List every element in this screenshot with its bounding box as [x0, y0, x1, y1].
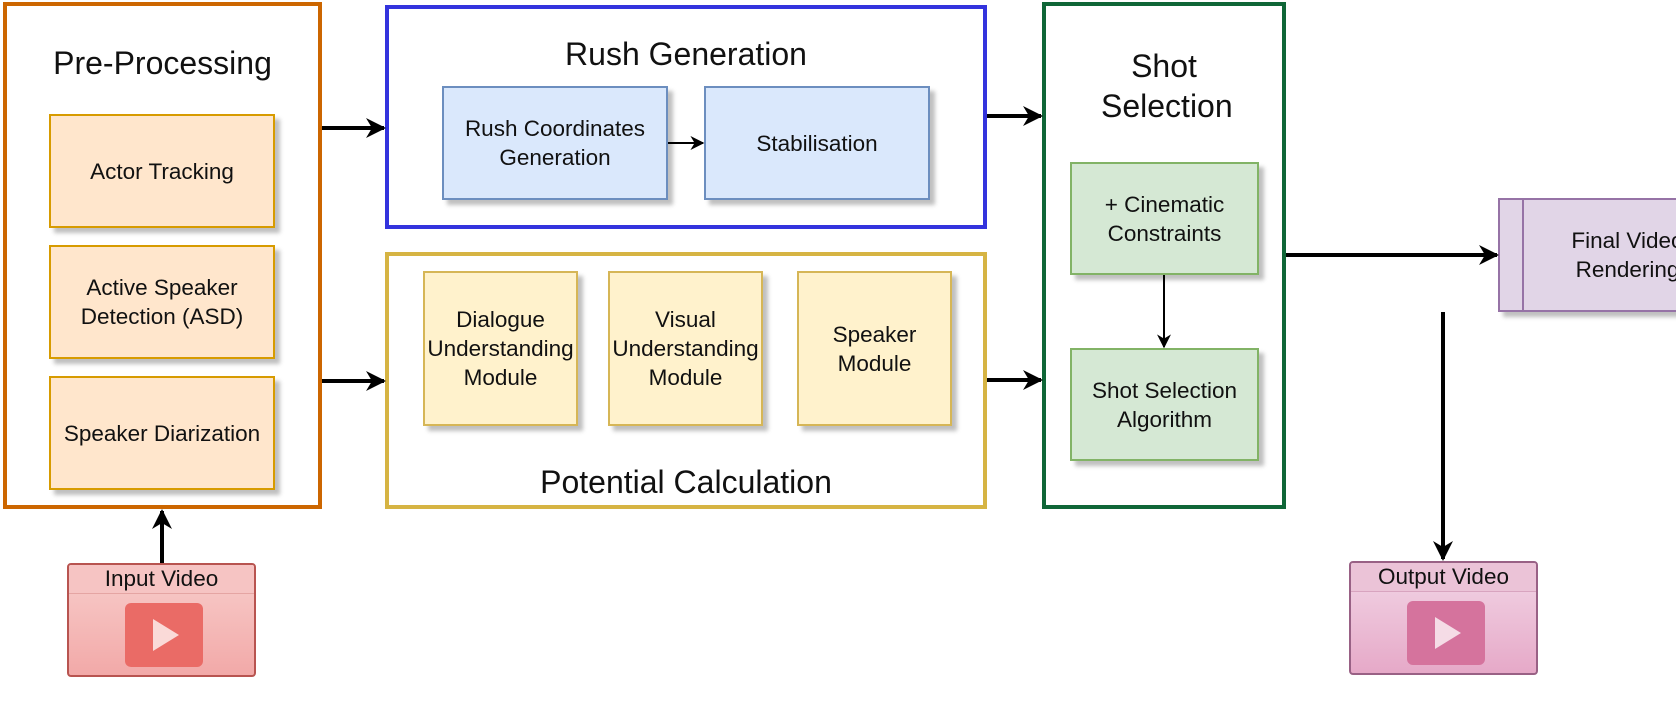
final-rendering-label: Final Video Rendering	[1571, 228, 1676, 282]
visual-understanding-label: Visual Understanding Module	[612, 307, 759, 390]
output-video-body	[1351, 591, 1536, 673]
speaker-module-label: Speaker Module	[832, 321, 917, 376]
speaker-diarization-box: Speaker Diarization	[49, 376, 275, 490]
output-video-label: Output Video	[1351, 563, 1536, 592]
play-icon	[1407, 601, 1485, 665]
process-left-bar	[1522, 200, 1524, 310]
shot-selection-algorithm-label: Shot Selection Algorithm	[1091, 377, 1238, 432]
actor-tracking-box: Actor Tracking	[49, 114, 275, 228]
dialogue-understanding-box: Dialogue Understanding Module	[423, 271, 578, 426]
input-video-label: Input Video	[69, 565, 254, 594]
output-video-node: Output Video	[1349, 561, 1538, 675]
play-icon	[125, 603, 203, 667]
final-rendering-box: Final Video Rendering	[1498, 198, 1676, 312]
shot-selection-algorithm-box: Shot Selection Algorithm	[1070, 348, 1259, 461]
potential-calculation-title: Potential Calculation	[540, 464, 832, 500]
stabilisation-box: Stabilisation	[704, 86, 930, 200]
cinematic-constraints-box: + Cinematic Constraints	[1070, 162, 1259, 275]
rush-coordinates-box: Rush Coordinates Generation	[442, 86, 668, 200]
active-speaker-detection-label: Active Speaker Detection (ASD)	[80, 275, 244, 329]
actor-tracking-label: Actor Tracking	[90, 158, 234, 184]
speaker-diarization-label: Speaker Diarization	[63, 420, 261, 446]
preprocessing-title: Pre-Processing	[53, 45, 272, 81]
input-video-body	[69, 593, 254, 675]
shot-selection-title: Shot Selection	[1101, 48, 1233, 124]
stabilisation-label: Stabilisation	[756, 130, 878, 156]
rush-generation-title: Rush Generation	[565, 36, 807, 72]
active-speaker-detection-box: Active Speaker Detection (ASD)	[49, 245, 275, 359]
rush-coordinates-label: Rush Coordinates Generation	[464, 116, 646, 170]
speaker-module-box: Speaker Module	[797, 271, 952, 426]
dialogue-understanding-label: Dialogue Understanding Module	[427, 307, 574, 390]
visual-understanding-box: Visual Understanding Module	[608, 271, 763, 426]
cinematic-constraints-label: + Cinematic Constraints	[1104, 191, 1225, 246]
input-video-node: Input Video	[67, 563, 256, 677]
